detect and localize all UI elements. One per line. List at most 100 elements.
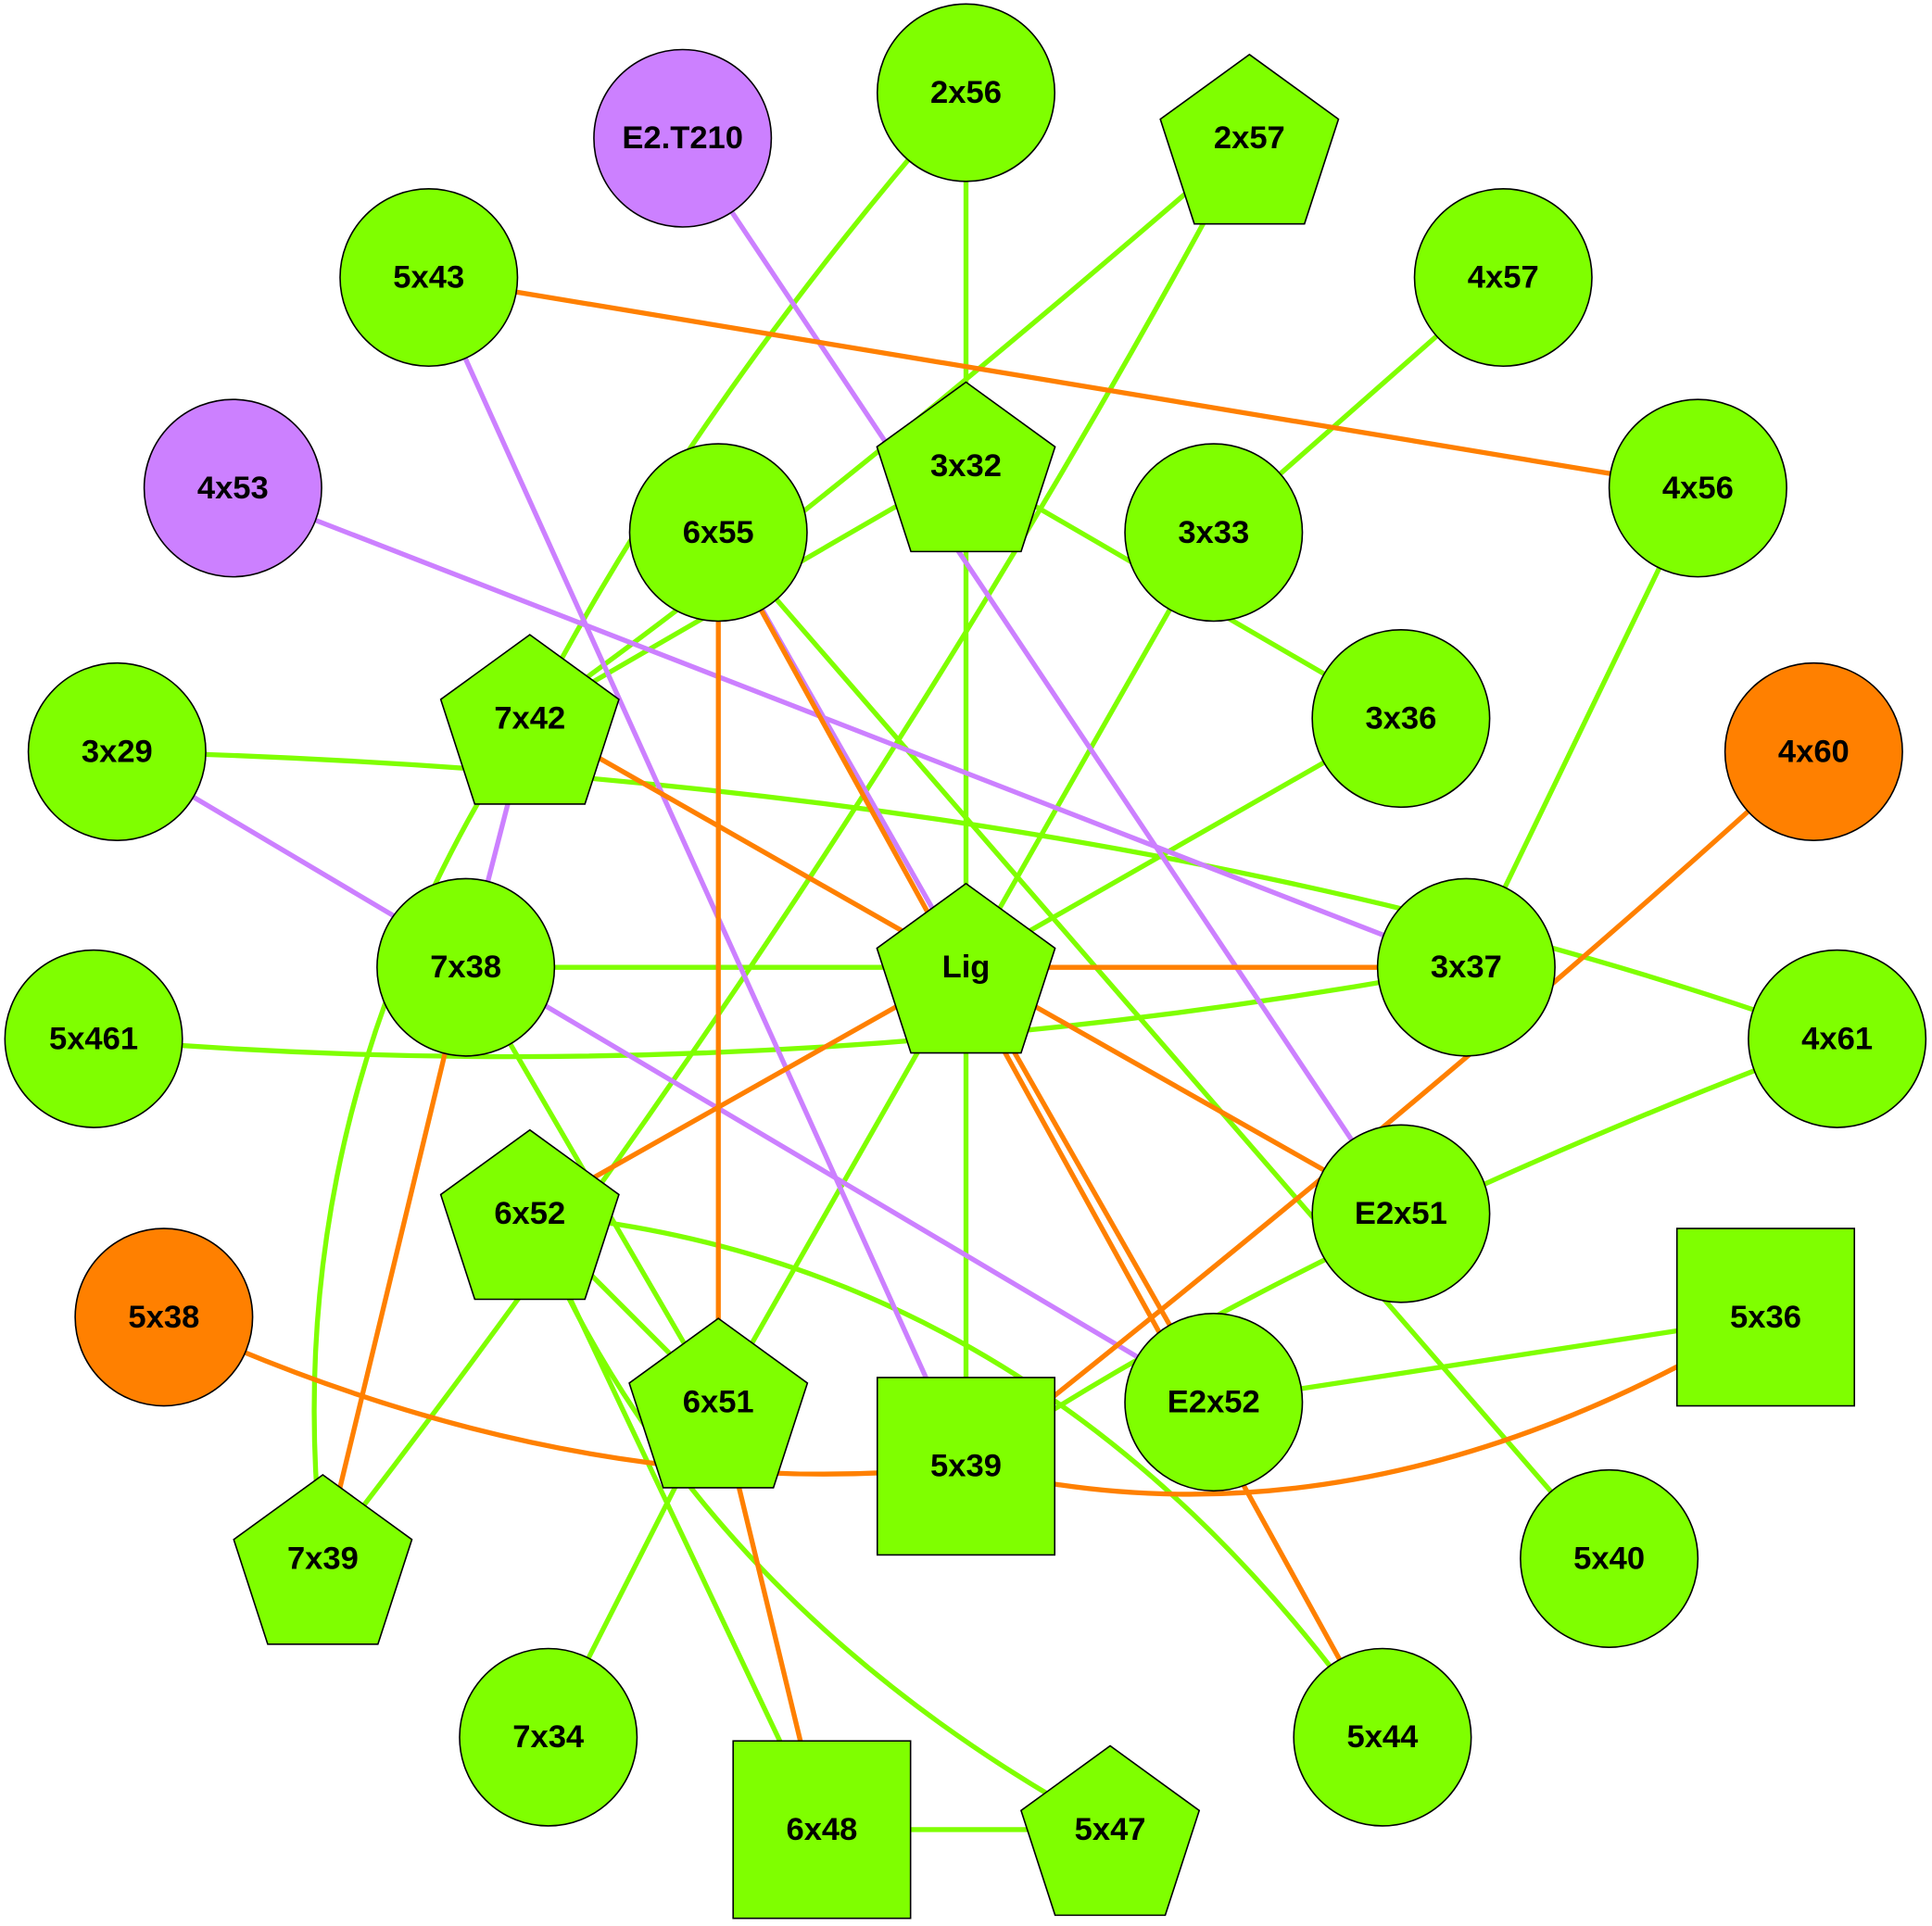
node-3x32[interactable]: 3x32 xyxy=(876,381,1056,553)
node-5x39[interactable]: 5x39 xyxy=(876,1377,1056,1556)
node-label: 5x43 xyxy=(393,260,464,296)
edge-5x43-5x39 xyxy=(426,276,968,1467)
node-label: 6x55 xyxy=(683,515,754,550)
node-5x44[interactable]: 5x44 xyxy=(1293,1647,1472,1827)
node-label: 3x33 xyxy=(1178,515,1249,550)
node-6x55[interactable]: 6x55 xyxy=(628,443,808,623)
edge-Lig-6x52 xyxy=(528,964,967,1216)
node-circle-shape xyxy=(876,3,1056,183)
node-7x39[interactable]: 7x39 xyxy=(233,1474,413,1645)
node-2x56[interactable]: 2x56 xyxy=(876,3,1056,183)
node-square-shape xyxy=(732,1740,912,1920)
node-label: 3x32 xyxy=(930,448,1002,484)
node-4x56[interactable]: 4x56 xyxy=(1608,398,1787,578)
node-circle-shape xyxy=(376,877,556,1057)
node-circle-shape xyxy=(593,48,773,228)
node-4x53[interactable]: 4x53 xyxy=(143,398,322,578)
node-3x37[interactable]: 3x37 xyxy=(1376,877,1556,1057)
node-square-shape xyxy=(1675,1227,1856,1407)
node-6x52[interactable]: 6x52 xyxy=(439,1128,620,1301)
node-E2x51[interactable]: E2x51 xyxy=(1311,1124,1491,1303)
node-2x57[interactable]: 2x57 xyxy=(1159,53,1340,225)
node-circle-shape xyxy=(4,949,183,1128)
edge-2x57-7x39 xyxy=(321,136,1252,1561)
node-5x47[interactable]: 5x47 xyxy=(1020,1744,1201,1917)
node-label: 5x44 xyxy=(1346,1719,1419,1755)
node-label: 7x42 xyxy=(494,701,565,736)
node-label: 5x40 xyxy=(1573,1541,1645,1576)
node-6x51[interactable]: 6x51 xyxy=(628,1317,809,1489)
node-pentagon-shape xyxy=(439,634,620,805)
edge-E2x52-5x36 xyxy=(1213,1315,1766,1405)
node-label: 5x39 xyxy=(930,1449,1002,1484)
node-Lig[interactable]: Lig xyxy=(876,882,1056,1054)
node-pentagon-shape xyxy=(439,1128,620,1301)
node-label: 4x61 xyxy=(1801,1021,1873,1056)
node-7x34[interactable]: 7x34 xyxy=(459,1647,638,1827)
node-label: 4x60 xyxy=(1778,734,1850,769)
edge-2x57-7x42 xyxy=(528,136,1252,721)
node-label: E2x52 xyxy=(1168,1385,1260,1420)
node-circle-shape xyxy=(628,443,808,623)
edge-4x53-3x37 xyxy=(232,485,1468,970)
node-circle-shape xyxy=(1311,629,1491,809)
node-E2x52[interactable]: E2x52 xyxy=(1124,1313,1304,1492)
node-4x57[interactable]: 4x57 xyxy=(1413,187,1593,368)
node-5x40[interactable]: 5x40 xyxy=(1520,1468,1699,1648)
edge-E2.T210-E2x51 xyxy=(680,136,1404,1215)
node-pentagon-shape xyxy=(1020,1744,1201,1917)
node-label: 4x56 xyxy=(1662,471,1734,506)
node-label: E2.T210 xyxy=(622,120,743,156)
node-pentagon-shape xyxy=(876,381,1056,553)
edge-2x56-7x42 xyxy=(527,91,968,720)
node-3x33[interactable]: 3x33 xyxy=(1124,443,1304,623)
node-6x48[interactable]: 6x48 xyxy=(732,1740,912,1920)
edge-7x42-Lig xyxy=(528,716,967,970)
edge-5x39-5x36 xyxy=(965,1315,1767,1497)
node-label: 3x37 xyxy=(1431,950,1502,985)
node-label: 5x36 xyxy=(1730,1300,1801,1335)
node-circle-shape xyxy=(1413,187,1593,368)
node-3x29[interactable]: 3x29 xyxy=(27,661,207,841)
node-4x60[interactable]: 4x60 xyxy=(1724,661,1903,841)
node-3x36[interactable]: 3x36 xyxy=(1311,629,1491,809)
node-label: Lig xyxy=(942,950,991,985)
node-label: 4x57 xyxy=(1468,260,1539,296)
node-E2.T210[interactable]: E2.T210 xyxy=(593,48,773,228)
node-label: E2x51 xyxy=(1355,1196,1447,1231)
node-circle-shape xyxy=(143,398,322,578)
node-label: 6x52 xyxy=(494,1196,565,1231)
node-circle-shape xyxy=(74,1227,254,1407)
node-label: 5x47 xyxy=(1075,1812,1146,1847)
edge-5x461-3x37 xyxy=(93,964,1467,1060)
node-circle-shape xyxy=(1311,1124,1491,1303)
node-pentagon-shape xyxy=(876,882,1056,1054)
node-label: 7x39 xyxy=(287,1541,359,1576)
node-circle-shape xyxy=(459,1647,638,1827)
node-5x43[interactable]: 5x43 xyxy=(339,187,519,368)
node-circle-shape xyxy=(1724,661,1903,841)
node-pentagon-shape xyxy=(628,1317,809,1489)
node-label: 6x51 xyxy=(683,1385,754,1420)
node-5x36[interactable]: 5x36 xyxy=(1675,1227,1856,1407)
node-circle-shape xyxy=(1748,949,1927,1128)
edge-6x52-5x44 xyxy=(529,1211,1385,1739)
node-circle-shape xyxy=(1293,1647,1472,1827)
node-7x38[interactable]: 7x38 xyxy=(376,877,556,1057)
node-5x38[interactable]: 5x38 xyxy=(74,1227,254,1407)
node-circle-shape xyxy=(1124,1313,1304,1492)
node-label: 7x34 xyxy=(512,1719,585,1755)
node-label: 2x57 xyxy=(1214,120,1285,156)
node-circle-shape xyxy=(27,661,207,841)
node-label: 3x36 xyxy=(1365,701,1436,736)
node-4x61[interactable]: 4x61 xyxy=(1748,949,1927,1128)
edge-7x42-7x39 xyxy=(311,717,532,1559)
node-circle-shape xyxy=(1608,398,1787,578)
node-5x461[interactable]: 5x461 xyxy=(4,949,183,1128)
node-circle-shape xyxy=(1124,443,1304,623)
edge-4x60-5x39 xyxy=(964,749,1816,1468)
node-7x42[interactable]: 7x42 xyxy=(439,634,620,805)
edge-5x43-4x56 xyxy=(428,274,1698,491)
edge-7x38-7x39 xyxy=(320,966,469,1560)
